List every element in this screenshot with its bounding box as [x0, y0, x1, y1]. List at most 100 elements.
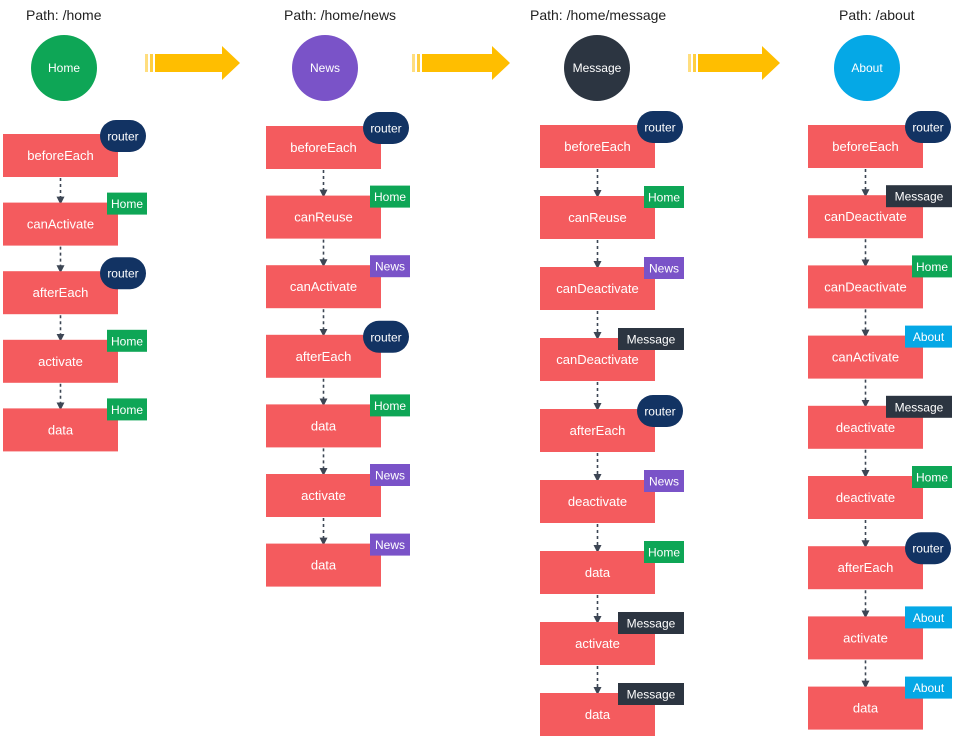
route-node-news: News [292, 35, 358, 101]
hook-box [266, 543, 381, 587]
router-pill [100, 257, 146, 290]
hook-label: activate [843, 630, 888, 645]
route-node-message: Message [564, 35, 630, 101]
hook-box [540, 409, 655, 452]
tag-label: News [375, 260, 405, 274]
router-pill [637, 111, 683, 143]
hook-box [266, 404, 381, 448]
hook-step-activate: activate About [808, 606, 952, 660]
transition-arrow [688, 46, 780, 80]
component-tag-home: Home [107, 329, 147, 352]
hook-step-beforeeach: beforeEach router [808, 111, 951, 168]
tag-label: router [912, 121, 943, 135]
hook-box [808, 546, 923, 590]
tag-label: Message [627, 333, 676, 347]
hook-box [808, 125, 923, 168]
tag-label: Home [111, 334, 143, 348]
tag-label: Home [111, 403, 143, 417]
component-tag-home: Home [644, 541, 684, 563]
hook-box [3, 339, 118, 383]
component-badge [912, 466, 952, 488]
route-node-circle [564, 35, 630, 101]
tag-label: Home [648, 546, 680, 560]
route-node-label: Home [48, 61, 80, 75]
path-label: Path: /home/news [284, 7, 396, 23]
component-tag-router: router [637, 395, 683, 427]
hook-step-beforeeach: beforeEach router [266, 112, 409, 169]
component-tag-news: News [644, 470, 684, 492]
hook-label: beforeEach [290, 140, 357, 155]
hook-label: activate [575, 636, 620, 651]
route-node-about: About [834, 35, 900, 101]
hook-label: canDeactivate [824, 209, 906, 224]
component-badge [886, 185, 952, 208]
hook-label: deactivate [836, 490, 895, 505]
router-pill [905, 532, 951, 565]
hook-label: afterEach [570, 423, 626, 438]
tag-label: News [375, 538, 405, 552]
path-label: Path: /about [839, 7, 915, 23]
hook-label: afterEach [296, 349, 352, 364]
hook-box [540, 196, 655, 239]
router-pill [363, 320, 409, 353]
router-pill [363, 112, 409, 144]
tag-label: Home [111, 197, 143, 211]
hook-label: data [48, 422, 74, 437]
component-tag-router: router [100, 120, 146, 152]
hook-box [540, 267, 655, 310]
tag-label: About [913, 611, 945, 625]
component-tag-news: News [370, 533, 410, 556]
component-tag-router: router [637, 111, 683, 143]
tag-label: News [375, 469, 405, 483]
route-node-label: News [310, 61, 340, 75]
component-tag-router: router [363, 112, 409, 144]
component-tag-about: About [905, 325, 952, 348]
router-pill [100, 120, 146, 152]
component-tag-home: Home [644, 186, 684, 208]
route-node-home: Home [31, 35, 97, 101]
route-node-label: About [851, 61, 883, 75]
tag-label: Home [374, 190, 406, 204]
hook-label: beforeEach [564, 139, 631, 154]
component-tag-router: router [100, 257, 146, 290]
component-badge [644, 470, 684, 492]
hook-label: beforeEach [832, 139, 899, 154]
component-badge [618, 612, 684, 634]
path-label: Path: /home/message [530, 7, 666, 23]
tag-label: Message [627, 688, 676, 702]
component-badge [107, 398, 147, 421]
component-tag-home: Home [370, 185, 410, 208]
router-pill [905, 111, 951, 143]
hook-label: afterEach [838, 560, 894, 575]
hook-step-data: data Home [3, 398, 147, 452]
hook-box [266, 334, 381, 378]
hook-label: activate [38, 354, 83, 369]
tag-label: router [107, 130, 138, 144]
route-node-circle [834, 35, 900, 101]
component-badge [886, 395, 952, 418]
component-badge [905, 325, 952, 348]
tag-label: Message [895, 400, 944, 414]
hook-step-activate: activate Home [3, 329, 147, 383]
component-tag-news: News [370, 255, 410, 278]
component-badge [618, 328, 684, 350]
hook-box [266, 474, 381, 517]
component-badge [370, 464, 410, 486]
transition-arrow [145, 46, 240, 80]
component-badge [107, 329, 147, 352]
hook-box [3, 271, 118, 315]
tag-label: Message [895, 190, 944, 204]
route-node-circle [292, 35, 358, 101]
component-tag-message: Message [618, 328, 684, 350]
hook-label: canActivate [290, 279, 357, 294]
hook-box [808, 686, 923, 730]
column-news: Path: /home/newsNewsbeforeEachroutercanR… [266, 7, 410, 587]
component-tag-about: About [905, 676, 952, 699]
